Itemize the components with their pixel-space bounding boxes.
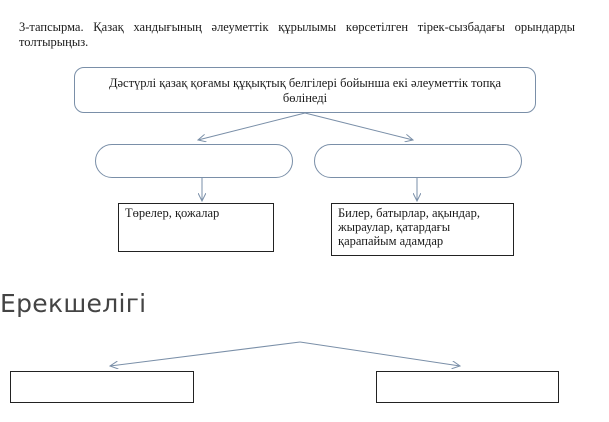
arrow-to-right-oval xyxy=(304,112,413,140)
task-instruction: 3-тапсырма. Қазақ хандығының әлеуметтік … xyxy=(19,20,575,49)
top-category-box: Дәстүрлі қазақ қоғамы құқықтық белгілері… xyxy=(74,67,536,113)
left-members-box: Төрелер, қожалар xyxy=(118,203,274,252)
section-heading: Ерекшелігі xyxy=(0,289,147,318)
right-group-oval[interactable] xyxy=(314,144,522,178)
left-group-oval[interactable] xyxy=(95,144,293,178)
arrow-to-left-oval xyxy=(198,112,306,140)
arrow-to-bottom-right xyxy=(299,341,460,366)
right-members-box: Билер, батырлар, ақындар, жыраулар, қата… xyxy=(331,203,514,256)
bottom-left-box[interactable] xyxy=(10,371,194,403)
bottom-right-box[interactable] xyxy=(376,371,559,403)
arrow-to-bottom-left xyxy=(110,341,301,366)
